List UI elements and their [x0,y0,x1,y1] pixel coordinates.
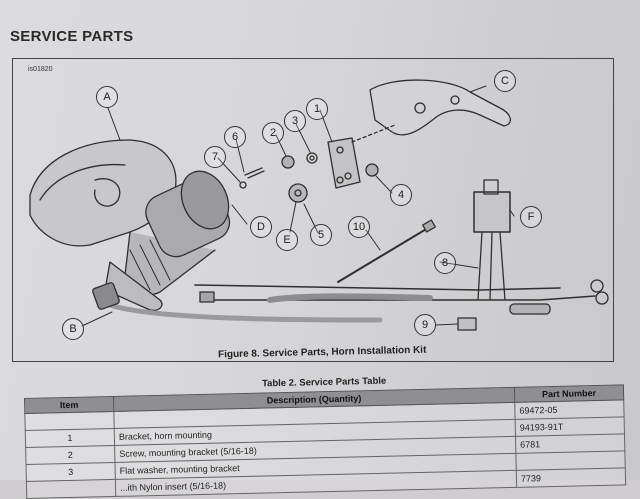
figure-id-code: is01820 [28,66,53,73]
figure-frame [12,58,614,362]
callout-number: 10 [348,216,370,238]
washer-drawing [306,152,318,164]
callout-number: 5 [310,224,332,246]
callout-number: 3 [284,110,306,132]
bolt-drawing [244,167,265,179]
callout-letter: C [494,70,516,92]
cell-item: 1 [25,428,115,448]
callout-number: 4 [390,184,412,206]
callout-letter: F [520,206,542,228]
callout-letter: E [276,229,298,251]
horn-kit-illustration [29,79,609,331]
horn-bracket-drawing [369,79,511,136]
callout-number: 9 [414,314,436,336]
nut-drawing [365,163,379,177]
callout-number: 2 [262,122,284,144]
cell-item: 3 [26,462,116,482]
callout-number: 7 [204,146,226,168]
wiring-harness-drawing [92,279,609,323]
cell-item [24,411,115,431]
callout-letter: B [62,318,84,340]
callout-number: 1 [306,98,328,120]
fuse-drawing [457,317,477,331]
cell-item [26,479,116,499]
spacer-drawing [288,183,308,203]
callout-letter: D [250,216,272,238]
callout-letter: A [96,86,118,108]
cell-part-number: 7739 [516,467,626,488]
screw-drawing [281,155,295,169]
callout-number: 6 [224,126,246,148]
cell-item: 2 [25,445,115,465]
mounting-plate-drawing [327,124,396,189]
horn-assembly-drawing [29,139,231,311]
callout-number: 8 [434,252,456,274]
section-title: SERVICE PARTS [10,28,134,45]
service-parts-table: Item Description (Quantity) Part Number … [24,384,626,499]
relay-drawing [473,179,511,301]
cable-tie-drawing [337,227,429,283]
